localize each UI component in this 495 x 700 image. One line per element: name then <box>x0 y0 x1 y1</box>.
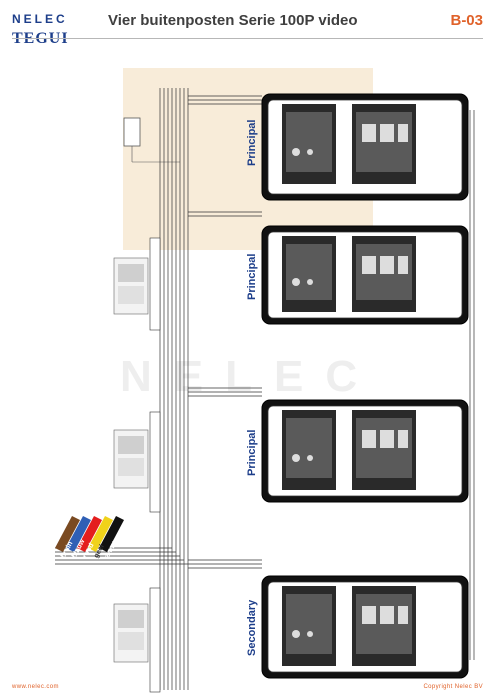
horizontal-runs <box>188 95 262 569</box>
door-station-panel-1 <box>261 93 469 201</box>
left-unit-1 <box>113 237 161 331</box>
panel-label-3: Principal <box>246 429 258 476</box>
left-unit-3 <box>113 587 161 693</box>
panel-label-4: Secondary <box>246 599 258 656</box>
page-code: B-03 <box>450 12 483 29</box>
door-station-panel-2 <box>261 225 469 325</box>
door-station-panel-3 <box>261 399 469 503</box>
wire-bundle <box>55 516 124 552</box>
panel-label-2: Principal <box>246 253 258 300</box>
brand-logo-nelec: NELEC <box>12 12 68 26</box>
door-station-panel-4 <box>261 575 469 679</box>
watermark: NELEC <box>120 352 380 401</box>
footer-copyright: Copyright Nelec BV <box>423 684 483 690</box>
feed-lines <box>55 547 188 565</box>
panel-label-1: Principal <box>246 119 258 166</box>
page-title: Vier buitenposten Serie 100P video <box>108 12 358 29</box>
header-rule <box>12 38 483 39</box>
right-return-wires <box>469 110 475 660</box>
left-unit-2 <box>113 411 161 513</box>
footer-website: www.nelec.com <box>12 684 59 690</box>
power-supply <box>123 117 180 163</box>
